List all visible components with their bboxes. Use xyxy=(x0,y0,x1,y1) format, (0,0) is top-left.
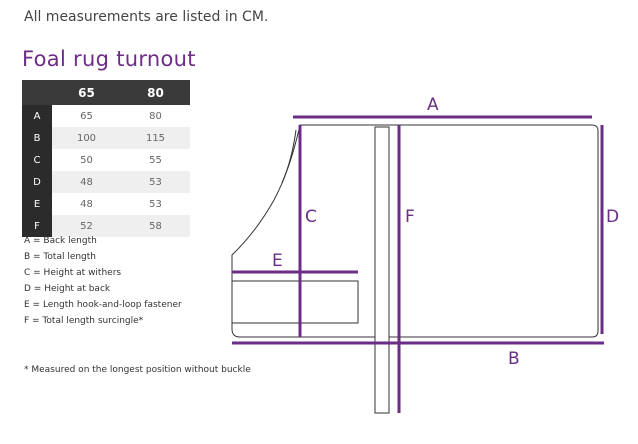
row-label: C xyxy=(22,149,52,171)
table-row: A 65 80 xyxy=(22,105,190,127)
row-label: F xyxy=(22,215,52,237)
label-d: D xyxy=(606,207,619,227)
table-cell: 52 xyxy=(52,215,121,237)
table-row: E 48 53 xyxy=(22,193,190,215)
row-label: A xyxy=(22,105,52,127)
table-cell: 65 xyxy=(80,110,93,122)
table-cell: 115 xyxy=(121,127,190,149)
neck-curve xyxy=(281,129,297,184)
fastener-panel xyxy=(231,280,359,324)
table-cell: 58 xyxy=(121,215,190,237)
legend-item: A = Back length xyxy=(24,236,97,246)
rug-outline xyxy=(231,124,599,338)
label-b: B xyxy=(508,349,520,369)
label-a: A xyxy=(427,95,439,115)
table-row: C 50 55 xyxy=(22,149,190,171)
table-row: B 100 115 xyxy=(22,127,190,149)
label-c: C xyxy=(305,207,317,227)
table-header-corner xyxy=(22,80,52,105)
surcingle-strap xyxy=(374,126,390,414)
intro-text: All measurements are listed in CM. xyxy=(24,9,269,25)
row-label: B xyxy=(22,127,52,149)
table-cell: 53 xyxy=(121,171,190,193)
table-row: F 52 58 xyxy=(22,215,190,237)
table-cell: 50 xyxy=(80,154,93,166)
table-cell: 48 xyxy=(52,171,121,193)
table-row: D 48 53 xyxy=(22,171,190,193)
legend-item: D = Height at back xyxy=(24,284,111,294)
label-f: F xyxy=(405,207,415,227)
footnote: * Measured on the longest position witho… xyxy=(24,365,251,375)
legend-item: B = Total length xyxy=(24,252,97,262)
row-label: D xyxy=(22,171,52,193)
table-cell: 100 xyxy=(52,127,121,149)
size-table: 65 80 A 65 80 B 100 115 C 50 55 D 48 53 … xyxy=(22,80,190,237)
legend-item: E = Length hook-and-loop fastener xyxy=(24,300,182,310)
legend-item: F = Total length surcingle* xyxy=(24,316,144,326)
label-e: E xyxy=(272,251,283,271)
table-header-cell: 65 xyxy=(52,80,121,105)
measurement-legend: A = Back length B = Total length C = Hei… xyxy=(24,233,182,329)
table-cell: 53 xyxy=(149,198,162,210)
table-cell: 55 xyxy=(149,154,162,166)
row-label: E xyxy=(22,193,52,215)
table-header-row: 65 80 xyxy=(22,80,190,105)
table-cell: 80 xyxy=(149,110,162,122)
legend-item: C = Height at withers xyxy=(24,268,122,278)
table-cell: 48 xyxy=(80,198,93,210)
product-title: Foal rug turnout xyxy=(22,47,196,71)
table-header-cell: 80 xyxy=(121,80,190,105)
